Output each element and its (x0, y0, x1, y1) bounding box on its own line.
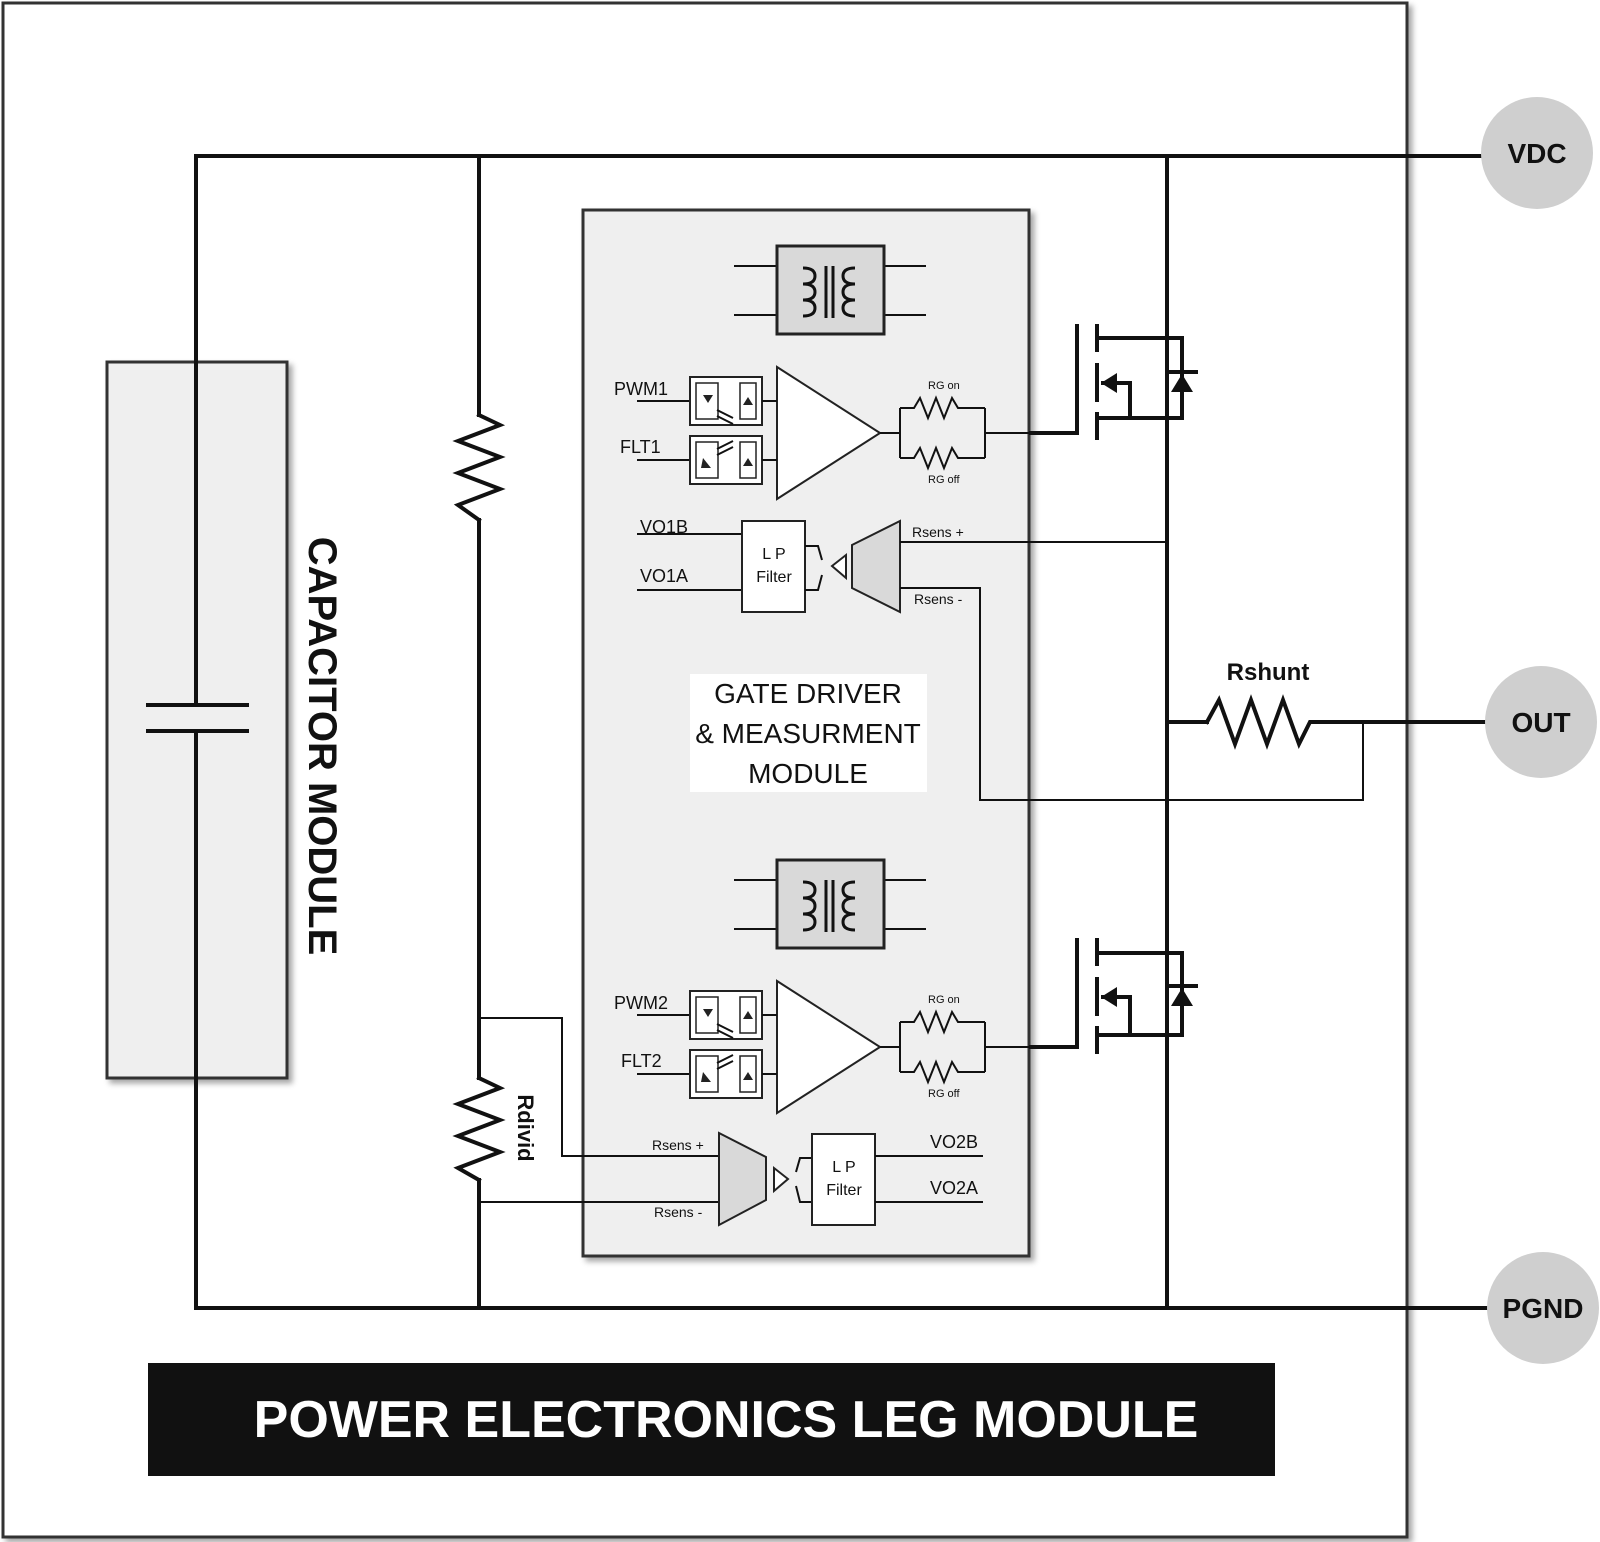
lp-filter-lower-line1: L P (832, 1159, 855, 1176)
gate-driver-label-line3: MODULE (748, 758, 868, 789)
lower-mosfet (1029, 938, 1198, 1054)
rg-on-upper-label: RG on (928, 380, 960, 392)
rsens-minus-lower-label: Rsens - (654, 1204, 703, 1220)
pwm2-label: PWM2 (614, 993, 668, 1013)
lower-gate-driver (479, 979, 1031, 1227)
page-title: POWER ELECTRONICS LEG MODULE (254, 1391, 1199, 1449)
lp-filter-lower-line2: Filter (826, 1182, 862, 1199)
main-bus-wires (194, 154, 1492, 1310)
upper-gate-driver (637, 365, 1364, 801)
terminal-out-label: OUT (1511, 707, 1570, 738)
capacitor-module-label: CAPACITOR MODULE (300, 537, 344, 956)
rsens-minus-upper-label: Rsens - (914, 591, 963, 607)
title-bar (148, 1363, 1275, 1476)
terminal-pgnd[interactable]: PGND (1487, 1252, 1599, 1364)
rshunt-label: Rshunt (1227, 659, 1310, 686)
shunt-resistor (1204, 694, 1324, 750)
terminal-vdc-label: VDC (1507, 138, 1566, 169)
gate-driver-label-line1: GATE DRIVER (714, 678, 902, 709)
rsens-plus-lower-label: Rsens + (652, 1137, 704, 1153)
rg-off-lower-label: RG off (928, 1088, 961, 1100)
vo2a-label: VO2A (930, 1178, 978, 1198)
rsens-plus-upper-label: Rsens + (912, 524, 964, 540)
lp-filter-upper-line1: L P (762, 546, 785, 563)
flt2-label: FLT2 (621, 1051, 662, 1071)
gate-driver-label-line2: & MEASURMENT (695, 718, 921, 749)
rg-on-lower-label: RG on (928, 994, 960, 1006)
capacitor-symbol (146, 360, 249, 1080)
terminal-vdc[interactable]: VDC (1481, 97, 1593, 209)
vo1a-label: VO1A (640, 566, 688, 586)
pwm1-label: PWM1 (614, 379, 668, 399)
isolation-transformer-bottom (734, 858, 926, 950)
divider-resistor-top (452, 412, 506, 523)
vo2b-label: VO2B (930, 1132, 978, 1152)
gate-driver-label-box (690, 674, 927, 792)
upper-mosfet (1029, 324, 1198, 440)
vo1b-label: VO1B (640, 517, 688, 537)
divider-resistor-bottom (452, 1075, 506, 1183)
isolation-transformer-top (734, 244, 926, 336)
terminal-out[interactable]: OUT (1485, 666, 1597, 778)
terminal-pgnd-label: PGND (1503, 1293, 1584, 1324)
flt1-label: FLT1 (620, 437, 661, 457)
rg-off-upper-label: RG off (928, 474, 961, 486)
lp-filter-upper-line2: Filter (756, 569, 792, 586)
rdivid-label: Rdivid (513, 1094, 538, 1161)
